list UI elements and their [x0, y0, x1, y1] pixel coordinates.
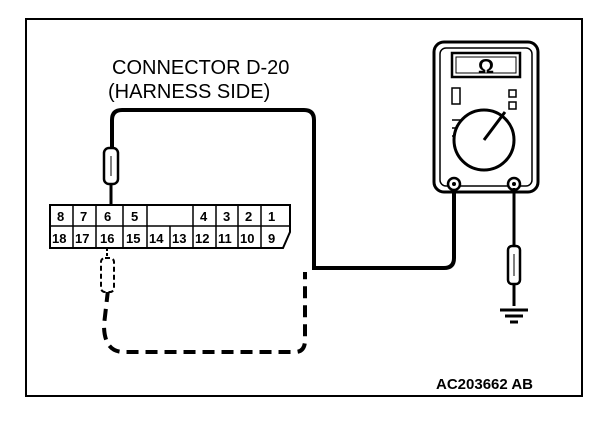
- pin-label: 10: [240, 231, 254, 246]
- dial-pointer: [482, 111, 507, 141]
- probe-wire-solid: [110, 108, 456, 270]
- pin-label: 8: [57, 209, 64, 224]
- pin-label: 15: [126, 231, 140, 246]
- pin-label: 9: [268, 231, 275, 246]
- pin-label: 12: [195, 231, 209, 246]
- pin-label: 6: [104, 209, 111, 224]
- figure-code: AC203662 AB: [436, 376, 533, 393]
- pin-label: 5: [131, 209, 138, 224]
- test-probe: [102, 146, 120, 204]
- pin-label: 4: [200, 209, 208, 224]
- pin-label: 16: [100, 231, 114, 246]
- pin-label: 18: [52, 231, 66, 246]
- mode-indicator-icon: [451, 87, 461, 105]
- ground-probe: [506, 244, 522, 306]
- pin-label: 3: [223, 209, 230, 224]
- mode-indicator-icon: [508, 89, 517, 98]
- pin-label: 2: [245, 209, 252, 224]
- back-probe-dashed: [100, 248, 115, 293]
- ground-wire-dashed: [101, 272, 307, 354]
- pin-label: 14: [149, 231, 164, 246]
- pin-label: 17: [75, 231, 89, 246]
- pin-label: 13: [172, 231, 186, 246]
- connector-title: CONNECTOR D-20: [112, 57, 289, 79]
- ground-symbol-icon: [500, 308, 528, 324]
- connector-subtitle: (HARNESS SIDE): [108, 81, 270, 103]
- ohm-symbol: Ω: [478, 56, 494, 78]
- connector-d20: 8 7 6 5 4 3 2 1 18 17 16 15 14 13 12 11 …: [49, 204, 291, 249]
- pin-label: 7: [80, 209, 87, 224]
- pin-label: 1: [268, 209, 275, 224]
- mode-indicator-icon: [508, 101, 517, 110]
- ohmmeter: Ω: [432, 40, 540, 194]
- diagram-frame: [25, 18, 583, 397]
- pin-label: 11: [218, 231, 232, 246]
